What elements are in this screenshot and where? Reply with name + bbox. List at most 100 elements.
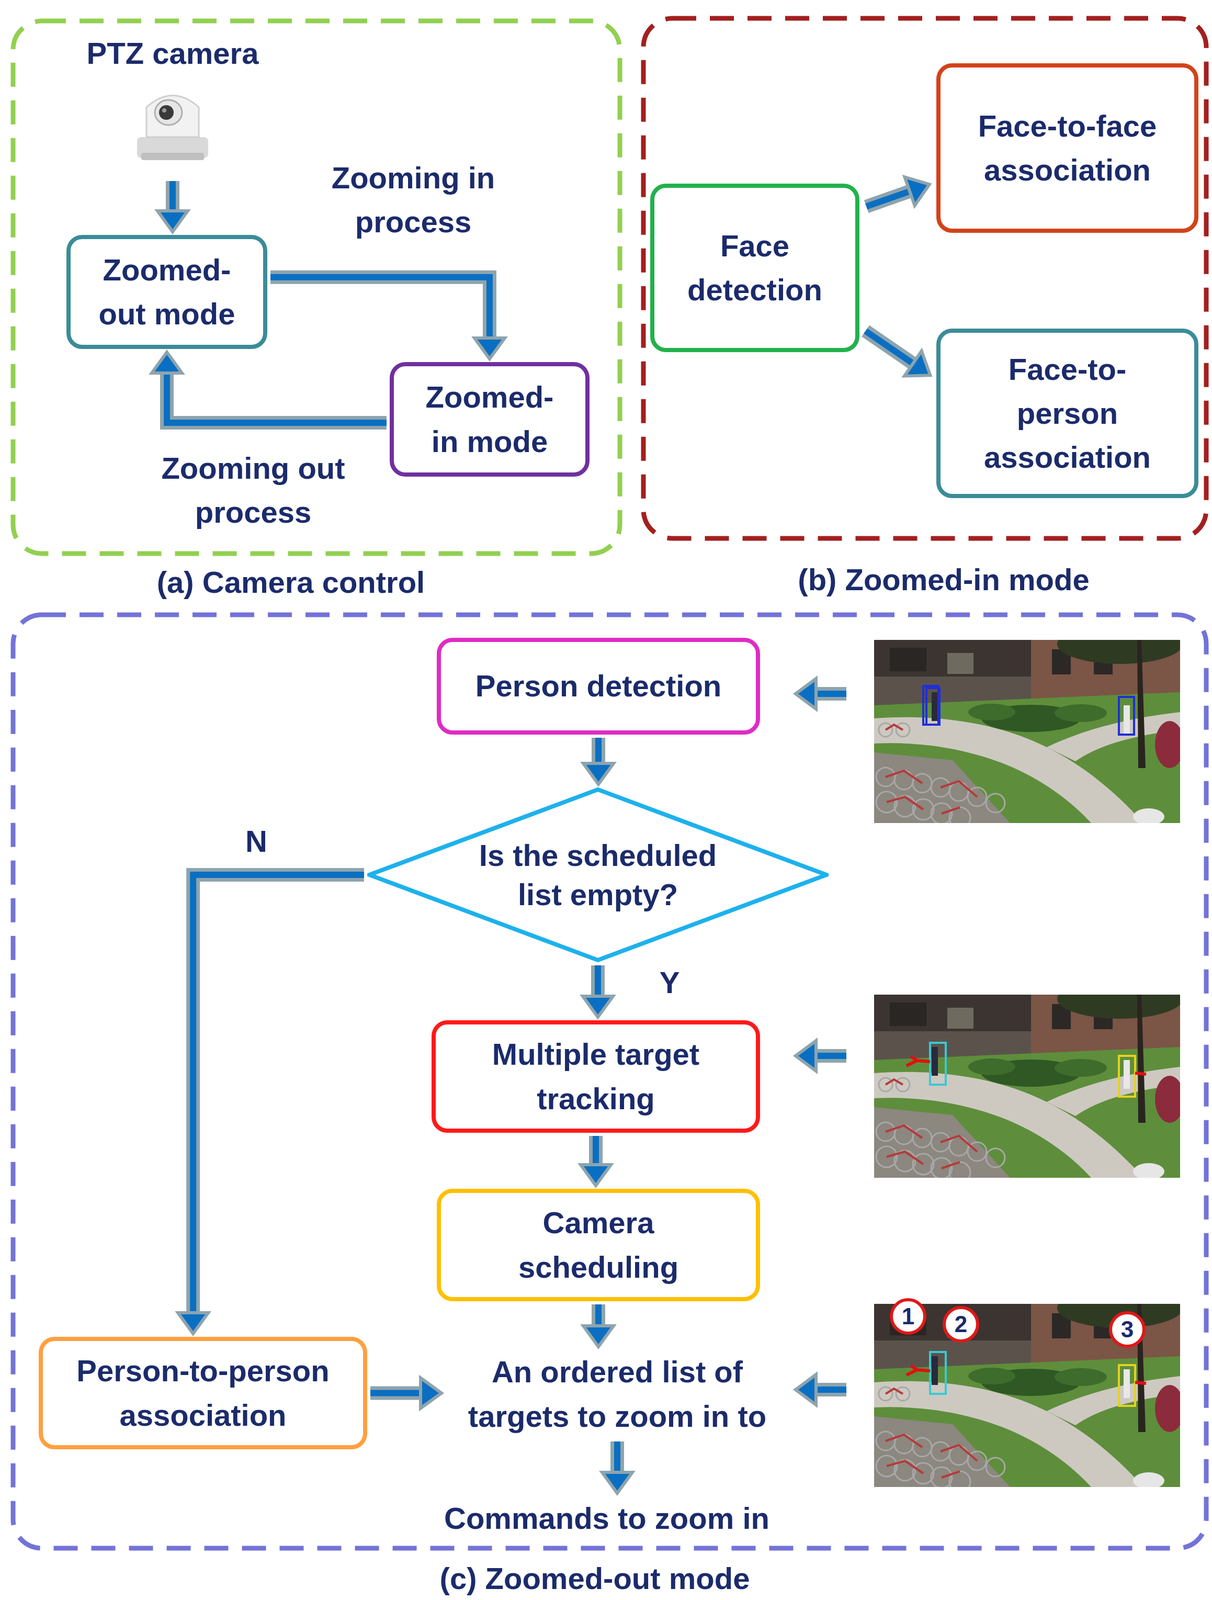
arrow-outline [588,1135,603,1167]
arrow-shaft [594,965,602,999]
arrow-outline [370,1386,423,1400]
input-arrow [795,678,847,709]
input-arrow [795,1040,847,1071]
edge-label: N [238,819,275,864]
process-box: Person-to-person association [38,1336,368,1449]
arrow-shaft [270,277,490,341]
detection-boxes [923,685,1135,735]
flow-arrow [370,1377,442,1409]
flow-arrow [583,737,614,785]
arrow-outline [610,1441,625,1475]
region-caption: (c) Zoomed-out mode [385,1559,804,1597]
arrow-shaft [595,737,602,766]
arrow-head [420,1377,442,1409]
node-label: Commands to zoom in [408,1496,806,1540]
process-box: Multiple target tracking [431,1020,761,1133]
arrow-outline [865,331,915,365]
arrow-head [474,337,505,359]
arrow-outline [165,180,180,213]
node-label: Multiple target tracking [449,1032,743,1120]
process-box: Face-to-person association [936,328,1199,498]
arrow-shaft [166,370,387,423]
process-box: Face-to-face association [936,63,1199,233]
process-box: Person detection [436,637,761,735]
flow-arrow [157,180,188,232]
node-label: Zoomed-in mode [416,375,563,463]
diamond-shape [369,789,827,960]
process-box: Face detection [650,183,860,353]
callout-number: 2 [942,1305,980,1343]
node-label: An ordered list of targets to zoom in to [444,1349,790,1438]
diamond-outline [367,787,829,962]
arrow-head [904,350,931,377]
camera-lens [159,105,174,120]
detection-photo [874,624,1185,829]
tracking-photo [874,978,1185,1183]
text-node: Commands to zoom in [408,1496,806,1541]
input-arrow [795,1374,847,1405]
flow-arrow [866,176,930,207]
flow-arrow [602,1441,633,1493]
node-label: Face-to-person association [963,347,1173,480]
dashed-region: (c) Zoomed-out modePerson detectionIs th… [10,612,1209,1551]
arrow-head [583,1325,614,1347]
arrow-shaft [193,874,365,1315]
flow-arrow [580,1135,611,1186]
ptz-camera-icon [137,95,209,161]
node-label: Person detection [446,663,751,708]
arrow-shaft [592,1135,599,1167]
arrow-outline [166,370,387,423]
node-label: Face-to-face association [963,104,1173,192]
arrow-shaft [865,331,915,365]
arrow-head [583,763,614,785]
arrow-outline [591,737,606,766]
process-box: Camera scheduling [436,1188,761,1301]
tracking-overlay [906,1351,1147,1406]
text-node: An ordered list of targets to zoom in to [444,1349,790,1438]
dashed-border [13,20,620,554]
flow-arrow [270,277,505,359]
camera-label: PTZ camera [78,31,267,76]
arrow-head [582,995,614,1017]
camera-body [146,95,199,138]
decision-diamond: Is the scheduled list empty? [367,787,829,962]
arrow-outline [866,190,912,207]
arrow-head [177,1312,209,1334]
arrow-outline [270,277,490,341]
node-label: Person-to-person association [51,1348,355,1437]
region-caption: (a) Camera control [107,563,474,601]
callout-number: 3 [1108,1310,1146,1348]
dashed-border [643,18,1207,539]
edge-label: Zooming in process [300,155,526,244]
node-label: Face detection [665,223,844,312]
camera-lens-glint [162,108,167,113]
arrow-shaft [370,1389,423,1397]
node-label: Zoomed-out mode [93,247,241,336]
region-caption: (b) Zoomed-in mode [760,561,1127,598]
camera-foot [141,152,205,161]
process-box: Zoomed-in mode [389,361,590,477]
arrow-head [157,210,188,232]
node-label: Is the scheduled list empty? [467,835,729,915]
flow-arrow [583,1304,614,1347]
callout-number: 1 [889,1297,927,1335]
arrow-shaft [169,180,176,213]
arrow-outline [591,965,605,999]
arrow-shaft [866,190,912,207]
tracking-overlay [906,1042,1147,1097]
flow-arrow [582,965,614,1017]
flow-arrow [865,331,931,377]
dashed-border [13,614,1207,1548]
camera-node: PTZ camera [78,31,267,178]
flow-arrow [151,352,387,423]
flow-arrow [177,874,365,1334]
arrow-shaft [614,1441,621,1475]
camera-lens-ring [154,99,183,126]
arrow-head [151,352,183,373]
arrow-head [580,1164,611,1186]
arrow-outline [193,874,365,1315]
dashed-region: (b) Zoomed-in modeFace detectionFace-to-… [640,15,1209,541]
process-box: Zoomed-out mode [66,234,268,349]
node-label: Camera scheduling [472,1200,724,1289]
edge-label: Zooming out process [140,446,366,535]
